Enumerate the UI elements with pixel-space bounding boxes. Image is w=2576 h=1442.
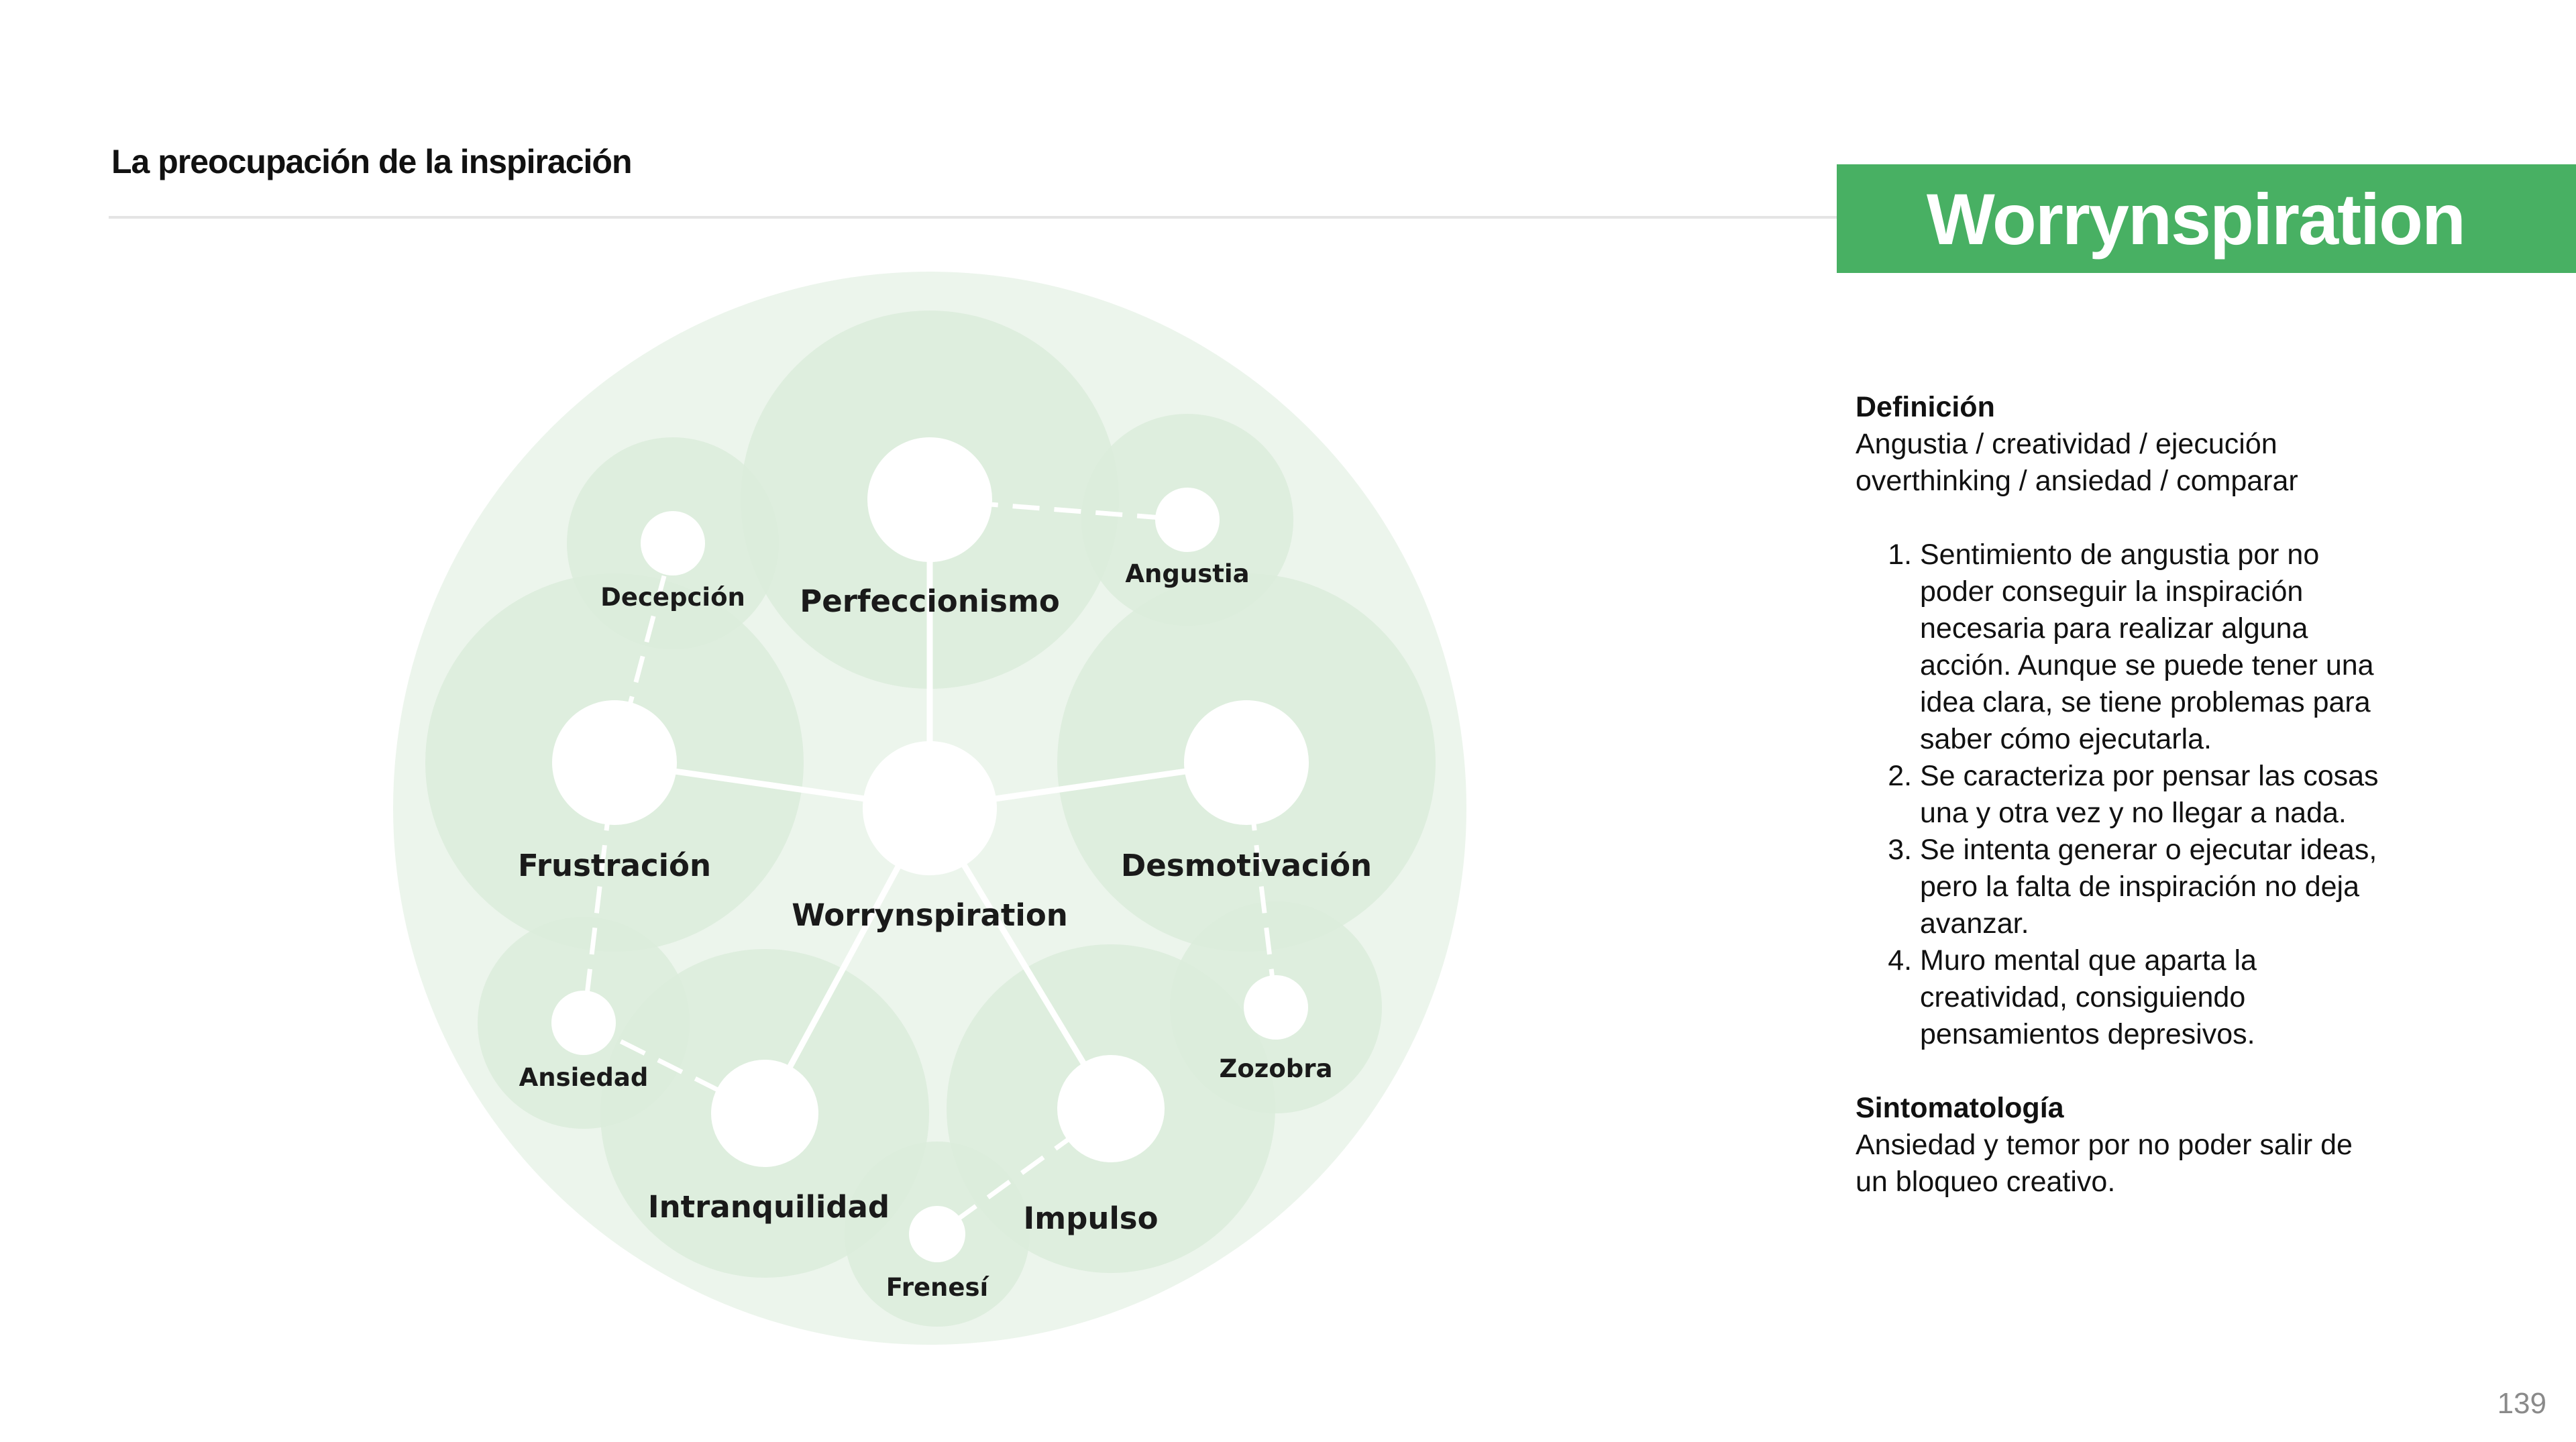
label-frustracion: Frustración [518, 848, 711, 883]
definition-heading: Definición [1856, 391, 1995, 423]
definition-item: Muro mental que aparta la creatividad, c… [1920, 942, 2379, 1053]
label-ansiedad: Ansiedad [519, 1063, 649, 1092]
definition-list: Sentimiento de angustia por no poder con… [1856, 537, 2379, 1053]
label-angustia: Angustia [1125, 559, 1249, 588]
dashed-connector-frustracion-decepcion [612, 543, 676, 763]
definition-item: Sentimiento de angustia por no poder con… [1920, 537, 2379, 758]
label-impulso: Impulso [1023, 1201, 1158, 1236]
definition-line-1: Angustia / creatividad / ejecución [1856, 428, 2277, 460]
label-perfeccionismo: Perfeccionismo [800, 584, 1060, 619]
label-zozobra: Zozobra [1220, 1054, 1333, 1083]
definition-item: Se intenta generar o ejecutar ideas, per… [1920, 832, 2379, 942]
node-desmotivacion [1184, 700, 1309, 825]
dashed-connector-impulso-frenesi [935, 1107, 1113, 1236]
header-divider [109, 216, 1838, 219]
node-ansiedad [551, 991, 616, 1055]
node-angustia [1155, 488, 1220, 552]
node-frustracion [552, 700, 677, 825]
symptoms-text: Ansiedad y temor por no poder salir de u… [1856, 1129, 2353, 1198]
definition-panel: Definición Angustia / creatividad / ejec… [1856, 389, 2379, 1201]
label-decepcion: Decepción [600, 583, 745, 612]
label-desmotivacion: Desmotivación [1121, 848, 1372, 883]
page-number: 139 [2497, 1387, 2546, 1420]
node-intranquilidad [711, 1060, 818, 1167]
node-decepcion [641, 511, 705, 575]
label-intranquilidad: Intranquilidad [648, 1189, 890, 1225]
label-center: Worrynspiration [792, 897, 1068, 933]
node-perfeccionismo [867, 437, 992, 562]
node-zozobra [1244, 975, 1308, 1040]
node-impulso [1057, 1055, 1165, 1162]
page-title: La preocupación de la inspiración [111, 143, 633, 180]
title-banner: Worrynspiration [1837, 164, 2576, 273]
banner-title: Worrynspiration [1926, 178, 2466, 260]
node-center [863, 741, 997, 875]
node-frenesi [909, 1206, 965, 1262]
definition-line-2: overthinking / ansiedad / comparar [1856, 465, 2298, 497]
label-frenesi: Frenesí [886, 1273, 990, 1302]
symptoms-heading: Sintomatología [1856, 1092, 2064, 1124]
definition-item: Se caracteriza por pensar las cosas una … [1920, 758, 2379, 832]
